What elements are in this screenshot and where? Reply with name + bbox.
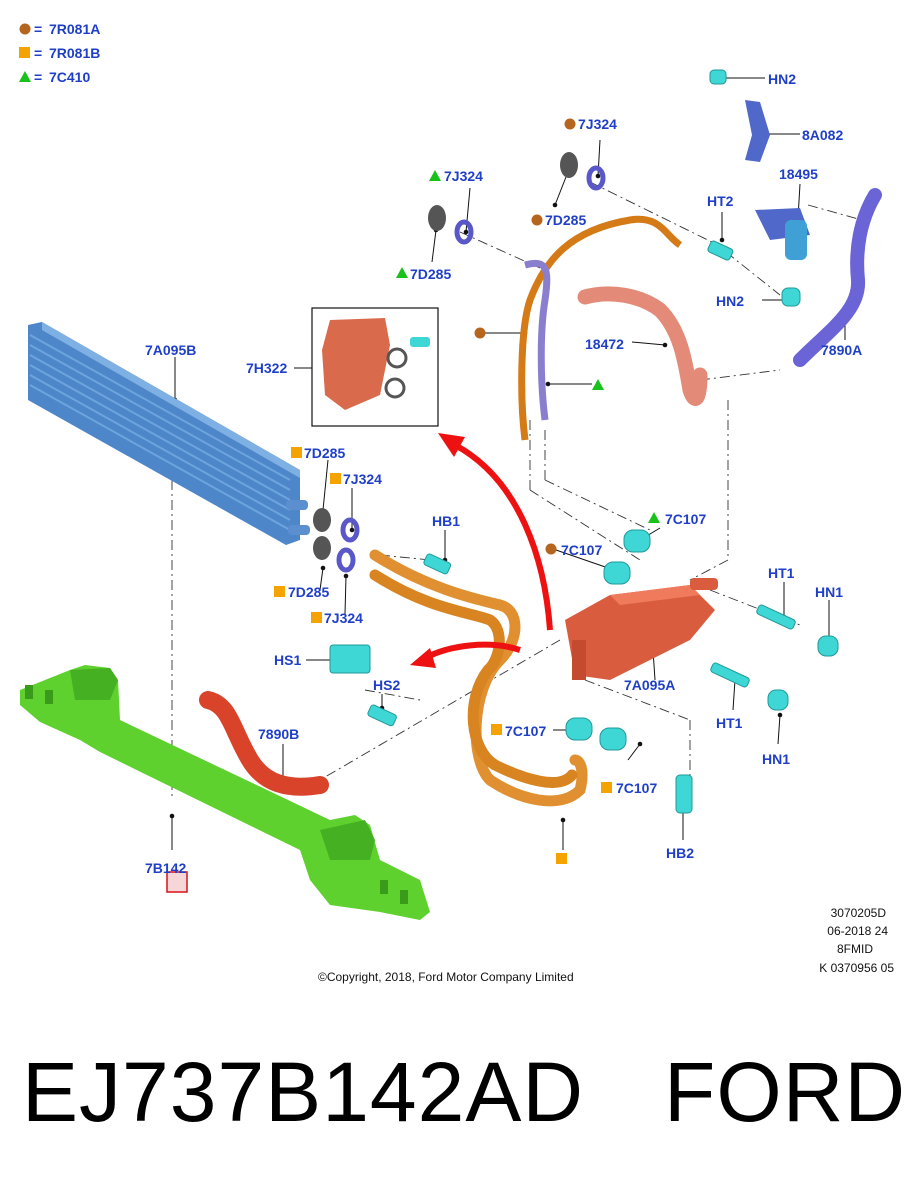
- marker-circle-icon: [531, 214, 543, 226]
- marker-circle-icon: [474, 327, 486, 339]
- legend-code-3: 7C410: [49, 69, 90, 85]
- legend: = 7R081A = 7R081B = 7C410: [19, 21, 100, 85]
- callout-ht1-a: HT1: [768, 565, 795, 581]
- part-number: EJ737B142AD: [22, 1045, 585, 1139]
- callout-7d285-a: 7D285: [545, 212, 586, 228]
- svg-text:=: =: [34, 69, 42, 85]
- callout-7j324-c: 7J324: [343, 471, 382, 487]
- marker-square-icon: [311, 612, 322, 623]
- marker-square-icon: [491, 724, 502, 735]
- callout-hn1-b: HN1: [762, 751, 790, 767]
- marker-square-icon: [274, 586, 285, 597]
- callout-hb1: HB1: [432, 513, 460, 529]
- transmission-cooler-7A095B: [28, 322, 310, 545]
- callout-7c107-d: 7C107: [616, 780, 657, 796]
- callout-7c107-c: 7C107: [505, 723, 546, 739]
- callout-7d285-c: 7D285: [304, 445, 345, 461]
- callout-7d285-b: 7D285: [410, 266, 451, 282]
- marker-square-icon: [291, 447, 302, 458]
- marker-triangle-icon: [648, 512, 660, 523]
- legend-code-1: 7R081A: [49, 21, 100, 37]
- fittings: [329, 69, 839, 814]
- bracket-8A082: [745, 100, 810, 260]
- callout-7c107-a: 7C107: [665, 511, 706, 527]
- callout-7c107-b: 7C107: [561, 542, 602, 558]
- marker-triangle-icon: [592, 379, 604, 390]
- marker-square-icon: [330, 473, 341, 484]
- red-arrows: [410, 433, 553, 668]
- inset-7H322: [311, 307, 439, 427]
- callout-7j324-b: 7J324: [444, 168, 483, 184]
- svg-text:=: =: [34, 21, 42, 37]
- cooler-tube-assembly: [369, 549, 588, 807]
- callout-labels: HN2 8A082 7J324 7J324 7D285 7D285 HT2 18…: [145, 71, 862, 876]
- marker-circle-icon: [564, 118, 576, 130]
- reference-block: 3070205D 06-2018 24 8FMID K 0370956 05: [819, 906, 894, 975]
- callout-ht1-b: HT1: [716, 715, 743, 731]
- callout-7b142: 7B142: [145, 860, 186, 876]
- marker-square-icon: [601, 782, 612, 793]
- callout-hn2-top: HN2: [768, 71, 796, 87]
- callout-hb2: HB2: [666, 845, 694, 861]
- callout-7890b: 7890B: [258, 726, 299, 742]
- marker-triangle-icon: [396, 267, 408, 278]
- callout-8a082: 8A082: [802, 127, 843, 143]
- ref-line-1: 3070205D: [831, 906, 887, 920]
- upper-pipe-secondary: [524, 259, 551, 421]
- legend-circle-icon: [19, 23, 31, 35]
- legend-code-2: 7R081B: [49, 45, 100, 61]
- callout-7d285-d: 7D285: [288, 584, 329, 600]
- ref-line-3: 8FMID: [837, 942, 873, 956]
- callout-7j324-d: 7J324: [324, 610, 363, 626]
- markers: [274, 118, 660, 864]
- callout-18495: 18495: [779, 166, 818, 182]
- seals: [313, 152, 606, 573]
- upper-pipe: [518, 215, 683, 441]
- callout-7a095b: 7A095B: [145, 342, 196, 358]
- parts-diagram: = 7R081A = 7R081B = 7C410: [19, 21, 894, 984]
- hose-7890B: [199, 691, 329, 796]
- callout-7a095a: 7A095A: [624, 677, 675, 693]
- cooler-7A095A: [565, 578, 718, 680]
- ref-line-4: K 0370956 05: [819, 961, 894, 975]
- marker-square-icon: [556, 853, 567, 864]
- bracket-7B142: [20, 665, 430, 920]
- callout-hn2-mid: HN2: [716, 293, 744, 309]
- svg-text:=: =: [34, 45, 42, 61]
- arrow-head-left-icon: [410, 648, 436, 668]
- callout-7j324-a: 7J324: [578, 116, 617, 132]
- callout-hs1: HS1: [274, 652, 301, 668]
- hose-18472: [577, 286, 708, 406]
- arrow-head-up-icon: [438, 433, 465, 457]
- brand-name: FORD: [664, 1045, 907, 1139]
- callout-hn1-a: HN1: [815, 584, 843, 600]
- ref-line-2: 06-2018 24: [827, 924, 888, 938]
- legend-triangle-icon: [19, 71, 31, 82]
- copyright-text: ©Copyright, 2018, Ford Motor Company Lim…: [318, 970, 574, 984]
- highlight-box: [166, 871, 188, 893]
- callout-hs2: HS2: [373, 677, 400, 693]
- hose-7890A: [793, 188, 882, 367]
- callout-ht2: HT2: [707, 193, 734, 209]
- marker-triangle-icon: [429, 170, 441, 181]
- callout-7h322: 7H322: [246, 360, 287, 376]
- legend-square-icon: [19, 47, 30, 58]
- marker-circle-icon: [545, 543, 557, 555]
- callout-7890a: 7890A: [821, 342, 862, 358]
- callout-dots: [169, 75, 848, 823]
- callout-18472: 18472: [585, 336, 624, 352]
